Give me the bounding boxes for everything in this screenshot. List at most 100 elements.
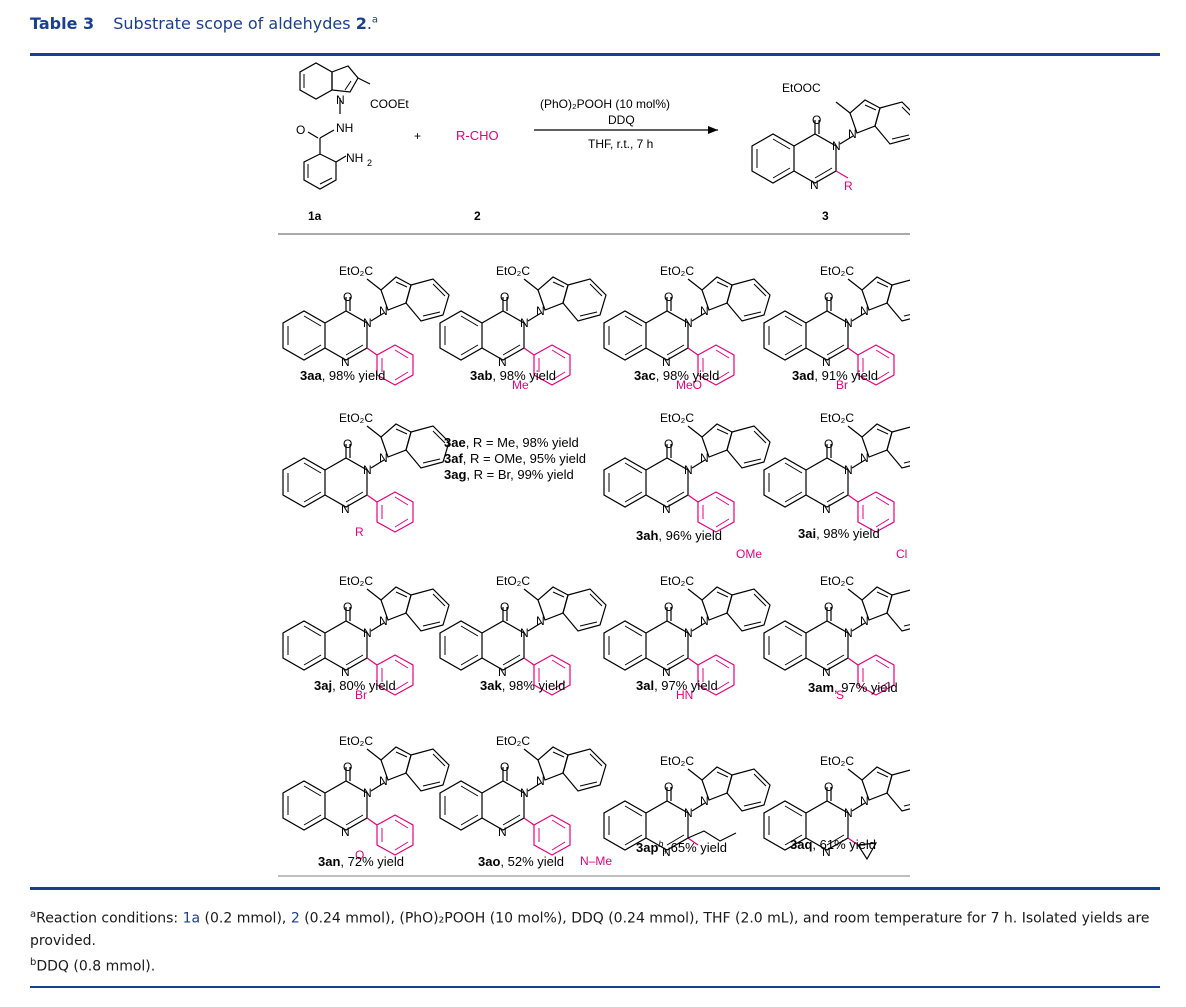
atom-label: N [379, 774, 388, 788]
atom-label: EtO₂C [660, 754, 694, 768]
compound-label-3ah: 3ah, 96% yield [636, 528, 722, 543]
atom-label: N [363, 626, 372, 640]
svg-text:N: N [848, 127, 857, 141]
atom-label: N [536, 304, 545, 318]
table-title-compound: 2 [355, 14, 367, 33]
atom-label: O [664, 780, 673, 794]
condition-catalyst: (PhO)₂POOH (10 mol%) [540, 97, 670, 111]
substituent-label: O [355, 848, 364, 862]
compound-label-3ad: 3ad, 91% yield [792, 368, 878, 383]
substituent-label: OMe [736, 547, 762, 561]
reactant1-nh2-sub: 2 [367, 158, 372, 168]
atom-label: N [844, 463, 853, 477]
atom-label: EtO₂C [820, 264, 854, 278]
atom-label: EtO₂C [339, 264, 373, 278]
atom-label: EtO₂C [496, 264, 530, 278]
substituent-label: MeO [676, 378, 702, 392]
reactant1-o: O [296, 123, 305, 137]
atom-label: N [536, 774, 545, 788]
product-3: EtOOC O N N N R [751, 81, 919, 193]
atom-label: O [343, 600, 352, 614]
atom-label: N [822, 665, 831, 679]
ae-line: 3ae, R = Me, 98% yield [444, 435, 579, 450]
atom-label: O [343, 760, 352, 774]
svg-text:O: O [812, 113, 821, 127]
reactant1-nh2: NH [346, 151, 363, 165]
compound-label-3aq: 3aq, 61% yield [790, 837, 876, 852]
atom-label: N [363, 316, 372, 330]
atom-label: N [662, 845, 671, 859]
atom-label: O [343, 437, 352, 451]
compound-label-3ab: 3ab, 98% yield [470, 368, 556, 383]
compound-label-3ai: 3ai, 98% yield [798, 526, 880, 541]
footnote-a: aReaction conditions: 1a (0.2 mmol), 2 (… [30, 909, 1150, 949]
atom-label: N [363, 463, 372, 477]
atom-label: N [520, 786, 529, 800]
atom-label: N [844, 626, 853, 640]
compound-label-3ac: 3ac, 98% yield [634, 368, 719, 383]
atom-label: N [341, 665, 350, 679]
atom-label: N [379, 614, 388, 628]
plus-sign: + [414, 129, 421, 143]
atom-label: N [341, 825, 350, 839]
footnote-rule [30, 887, 1160, 890]
scheme-svg: EtO₂C O N N N COOEt N NH O NH 2 1a + R-C… [278, 62, 931, 877]
bottom-rule [30, 986, 1160, 988]
atom-label: N [700, 451, 709, 465]
compound-label-3ao: 3ao, 52% yield [478, 854, 564, 869]
atom-label: EtO₂C [660, 411, 694, 425]
atom-label: N [822, 845, 831, 859]
atom-label: EtO₂C [496, 734, 530, 748]
substituent-label: HN [676, 688, 693, 702]
footnotes: aReaction conditions: 1a (0.2 mmol), 2 (… [30, 904, 1160, 977]
atom-label: N [341, 502, 350, 516]
atom-label: N [860, 614, 869, 628]
compound-label-3an: 3an, 72% yield [318, 854, 404, 869]
reactant2-label: 2 [474, 209, 481, 223]
substituent-label: Cl [896, 547, 907, 561]
atom-label: EtO₂C [339, 574, 373, 588]
atom-label: O [500, 760, 509, 774]
atom-label: O [824, 780, 833, 794]
atom-label: N [860, 451, 869, 465]
af-line: 3af, R = OMe, 95% yield [444, 451, 586, 466]
svg-text:N: N [832, 139, 841, 153]
substituent-label: N–Me [580, 854, 612, 868]
atom-label: N [498, 355, 507, 369]
ag-line: 3ag, R = Br, 99% yield [444, 467, 574, 482]
atom-label: N [822, 355, 831, 369]
atom-label: N [662, 355, 671, 369]
atom-label: N [684, 316, 693, 330]
svg-text:N: N [336, 93, 345, 107]
atom-label: EtO₂C [820, 574, 854, 588]
atom-label: EtO₂C [339, 734, 373, 748]
atom-label: N [700, 794, 709, 808]
reactant-1a: COOEt N NH O NH 2 [296, 62, 409, 190]
atom-label: N [684, 806, 693, 820]
atom-label: O [500, 600, 509, 614]
atom-label: N [700, 614, 709, 628]
atom-label: EtO₂C [820, 411, 854, 425]
atom-label: EtO₂C [660, 574, 694, 588]
atom-label: N [341, 355, 350, 369]
atom-label: N [684, 463, 693, 477]
atom-label: O [824, 437, 833, 451]
substituent-label: S [836, 688, 844, 702]
table-note-marker: a [371, 14, 379, 26]
atom-label: EtO₂C [339, 411, 373, 425]
atom-label: N [379, 451, 388, 465]
reactant2: R-CHO [456, 128, 499, 143]
substituent-label: Br [355, 688, 367, 702]
table-title: Substrate scope of aldehydes [113, 14, 356, 33]
atom-label: N [844, 806, 853, 820]
